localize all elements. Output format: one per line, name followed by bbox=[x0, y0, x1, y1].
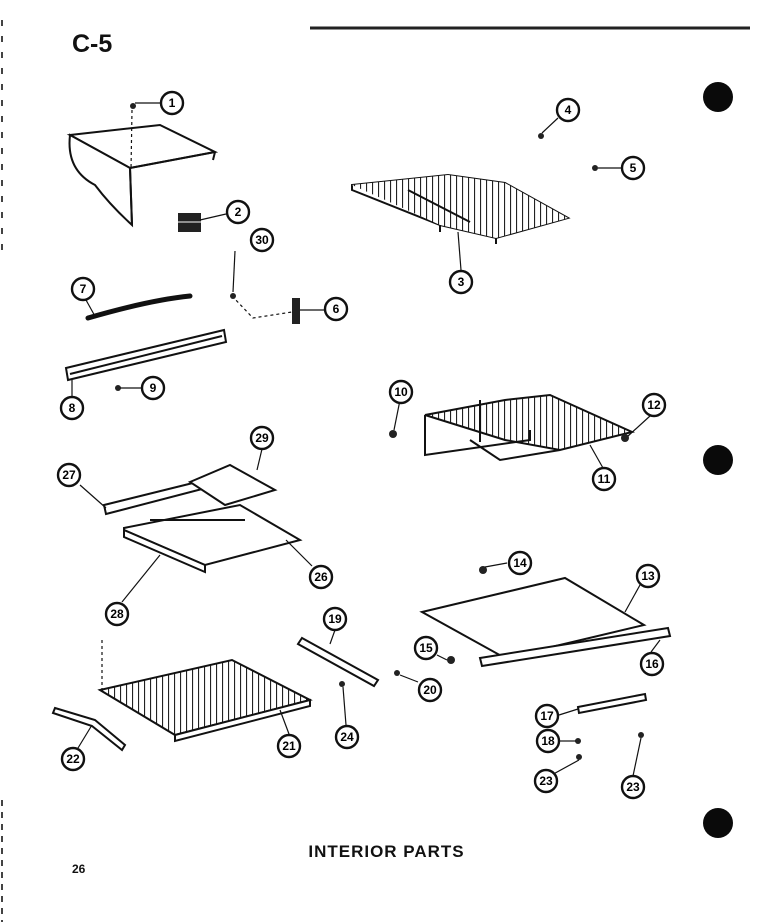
front-rail-part bbox=[296, 636, 380, 688]
wire-shelf-slide bbox=[424, 393, 636, 462]
callout-label: 1 bbox=[169, 96, 176, 110]
side-rail-part bbox=[51, 706, 127, 752]
callout-label: 11 bbox=[598, 472, 611, 486]
binder-hole bbox=[703, 808, 733, 838]
callout-label: 7 bbox=[80, 282, 87, 296]
callout-20: 20 bbox=[417, 677, 443, 703]
callout-19: 19 bbox=[322, 606, 348, 632]
callout-10: 10 bbox=[388, 379, 414, 405]
gasket-strip-part bbox=[85, 293, 193, 321]
callout-12: 12 bbox=[641, 392, 667, 418]
callout-8: 8 bbox=[59, 395, 85, 421]
crisper-cover-part bbox=[419, 576, 672, 668]
callout-label: 19 bbox=[328, 612, 342, 626]
callout-label: 18 bbox=[541, 734, 555, 748]
callout-label: 23 bbox=[539, 774, 553, 788]
callout-23b: 23 bbox=[620, 774, 646, 800]
leader-lines bbox=[71, 102, 661, 778]
crisper-grid-panel bbox=[97, 658, 313, 743]
callout-16: 16 bbox=[639, 651, 665, 677]
callout-label: 29 bbox=[255, 431, 269, 445]
callout-label: 24 bbox=[340, 730, 354, 744]
callout-label: 14 bbox=[513, 556, 527, 570]
callout-label: 6 bbox=[333, 302, 340, 316]
callout-label: 17 bbox=[540, 709, 554, 723]
callout-group: 1 2 3 4 5 6 7 8 9 10 11 12 13 14 15 16 1… bbox=[56, 90, 667, 800]
callout-18: 18 bbox=[535, 728, 561, 754]
callout-label: 20 bbox=[423, 683, 437, 697]
callout-2: 2 bbox=[225, 199, 251, 225]
callout-15: 15 bbox=[413, 635, 439, 661]
callout-5: 5 bbox=[620, 155, 646, 181]
callout-label: 8 bbox=[69, 401, 76, 415]
callout-1: 1 bbox=[159, 90, 185, 116]
callout-label: 10 bbox=[394, 385, 408, 399]
page-number: 26 bbox=[72, 862, 86, 876]
callout-3: 3 bbox=[448, 269, 474, 295]
callout-label: 12 bbox=[647, 398, 661, 412]
callout-11: 11 bbox=[591, 466, 617, 492]
callout-13: 13 bbox=[635, 563, 661, 589]
callout-30: 30 bbox=[249, 227, 275, 253]
callout-26: 26 bbox=[308, 564, 334, 590]
callout-28: 28 bbox=[104, 601, 130, 627]
cover-rail-part bbox=[576, 692, 648, 715]
callout-label: 13 bbox=[641, 569, 655, 583]
callout-label: 27 bbox=[62, 468, 76, 482]
callout-14: 14 bbox=[507, 550, 533, 576]
callout-label: 3 bbox=[458, 275, 465, 289]
hardware-small bbox=[115, 103, 644, 760]
shelf-rail-part bbox=[64, 328, 228, 382]
callout-6: 6 bbox=[323, 296, 349, 322]
callout-22: 22 bbox=[60, 746, 86, 772]
bracket-part bbox=[292, 298, 300, 324]
callout-23a: 23 bbox=[533, 768, 559, 794]
callout-17: 17 bbox=[534, 703, 560, 729]
drawer-assembly bbox=[102, 463, 303, 574]
callout-label: 30 bbox=[255, 233, 269, 247]
callout-label: 26 bbox=[314, 570, 328, 584]
callout-label: 16 bbox=[645, 657, 659, 671]
callout-label: 2 bbox=[235, 205, 242, 219]
page-code: C-5 bbox=[72, 30, 113, 58]
callout-24: 24 bbox=[334, 724, 360, 750]
callout-label: 5 bbox=[630, 161, 637, 175]
callout-label: 28 bbox=[110, 607, 124, 621]
callout-9: 9 bbox=[140, 375, 166, 401]
callout-label: 22 bbox=[66, 752, 80, 766]
callout-27: 27 bbox=[56, 462, 82, 488]
callout-label: 23 bbox=[626, 780, 640, 794]
callout-21: 21 bbox=[276, 733, 302, 759]
callout-7: 7 bbox=[70, 276, 96, 302]
diagram-caption: INTERIOR PARTS bbox=[308, 842, 465, 861]
callout-29: 29 bbox=[249, 425, 275, 451]
cabinet-corner-part bbox=[66, 109, 219, 228]
callout-label: 15 bbox=[419, 641, 433, 655]
binder-hole bbox=[703, 82, 733, 112]
callout-label: 4 bbox=[565, 103, 572, 117]
callout-4: 4 bbox=[555, 97, 581, 123]
wire-shelf-large bbox=[351, 173, 571, 244]
binder-hole bbox=[703, 445, 733, 475]
callout-label: 9 bbox=[150, 381, 157, 395]
callout-label: 21 bbox=[282, 739, 296, 753]
